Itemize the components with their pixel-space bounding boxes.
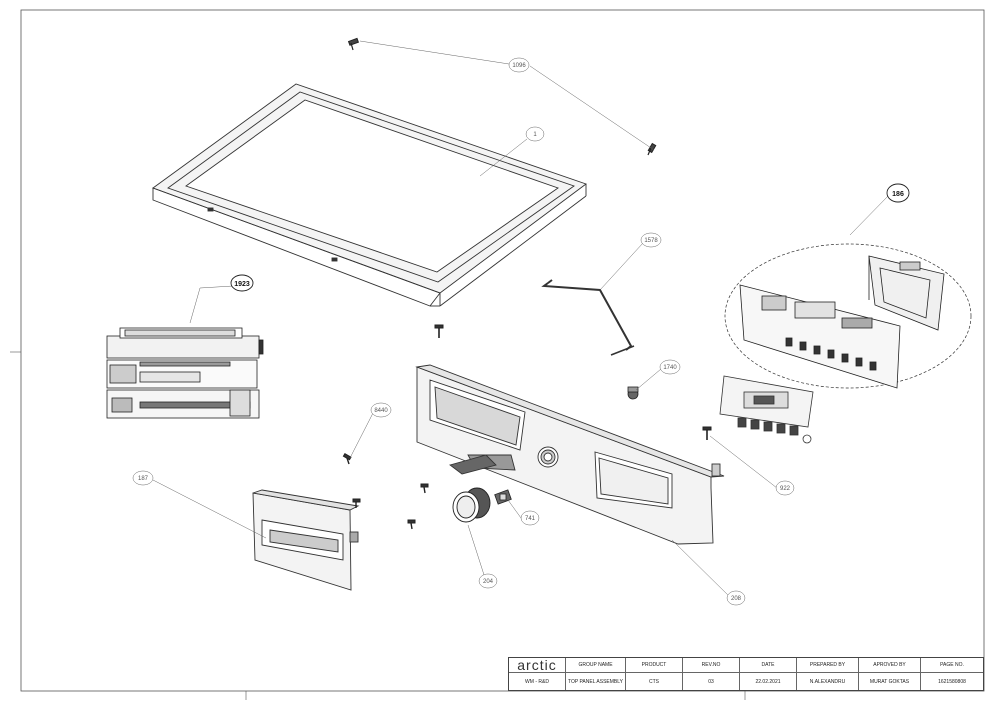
- value-date: 22.02.2021: [740, 673, 797, 690]
- dispenser-drawer-part: [252, 489, 360, 591]
- callout-label: 741: [525, 516, 536, 522]
- callout-187: 187: [132, 470, 154, 486]
- callout-label: 1923: [234, 281, 250, 288]
- knob-part: [452, 487, 491, 523]
- callout-8440: 8440: [370, 402, 392, 418]
- display-board-part: [719, 375, 814, 444]
- header-date: DATE: [740, 658, 797, 673]
- callout-label: 1096: [512, 63, 526, 69]
- main-pcb-part: [739, 284, 901, 389]
- switch-part: [494, 489, 512, 505]
- header-product: PRODUCT: [626, 658, 683, 673]
- screw-part: [342, 452, 429, 530]
- callout-label: 1578: [644, 238, 658, 244]
- header-rev-no: REV.NO: [683, 658, 740, 673]
- brand-logo: arctic: [517, 658, 557, 673]
- value-page-no: 1621580808: [938, 678, 966, 685]
- callout-1096: 1096: [508, 57, 530, 73]
- screw-part: [702, 426, 712, 440]
- value-approved-by: MURAT GOKTAS: [859, 673, 921, 690]
- value-group-name: TOP PANEL ASSEMBLY: [566, 673, 626, 690]
- wire-part: [541, 279, 635, 356]
- screw-part: [434, 324, 444, 338]
- callout-label: 187: [138, 476, 149, 482]
- callout-1578: 1578: [640, 232, 662, 248]
- value-rev-no: 03: [683, 673, 740, 690]
- leader-lines: [152, 40, 890, 599]
- callout-1740: 1740: [659, 359, 681, 375]
- dept-label: WM - R&D: [509, 673, 566, 690]
- header-prepared-by: PREPARED BY: [797, 658, 859, 673]
- callout-204: 204: [478, 573, 498, 589]
- top-panel-part: [152, 83, 587, 307]
- header-page-no: PAGE NO.: [921, 658, 983, 673]
- connector-part: [627, 386, 639, 400]
- logo-cell: arctic: [509, 658, 566, 673]
- assembly-group-outline: [724, 243, 972, 389]
- value-product: CTS: [626, 673, 683, 690]
- callout-922: 922: [775, 480, 795, 496]
- header-group-name: GROUP NAME: [566, 658, 626, 673]
- callout-741: 741: [520, 510, 540, 526]
- sheet-border: [20, 9, 985, 692]
- callout-186: 186: [886, 183, 910, 203]
- callout-label: 186: [892, 191, 904, 198]
- value-prepared-by: N.ALEXANDRU: [797, 673, 859, 690]
- control-panel-part: [415, 364, 725, 545]
- callout-1923: 1923: [230, 274, 254, 292]
- callout-1: 1: [525, 126, 545, 142]
- callout-label: 1740: [663, 365, 677, 371]
- title-block: arctic GROUP NAME PRODUCT REV.NO DATE PR…: [508, 657, 984, 691]
- callout-label: 1: [533, 132, 537, 138]
- callout-label: 204: [483, 579, 494, 585]
- control-board-part: [106, 327, 264, 419]
- screw-part: [347, 37, 657, 156]
- callout-label: 8440: [374, 408, 388, 414]
- header-approved-by: APROVED BY: [859, 658, 921, 673]
- bracket-part: [868, 255, 945, 331]
- callout-label: 922: [780, 486, 791, 492]
- callout-208: 208: [726, 590, 746, 606]
- callout-label: 208: [731, 596, 742, 602]
